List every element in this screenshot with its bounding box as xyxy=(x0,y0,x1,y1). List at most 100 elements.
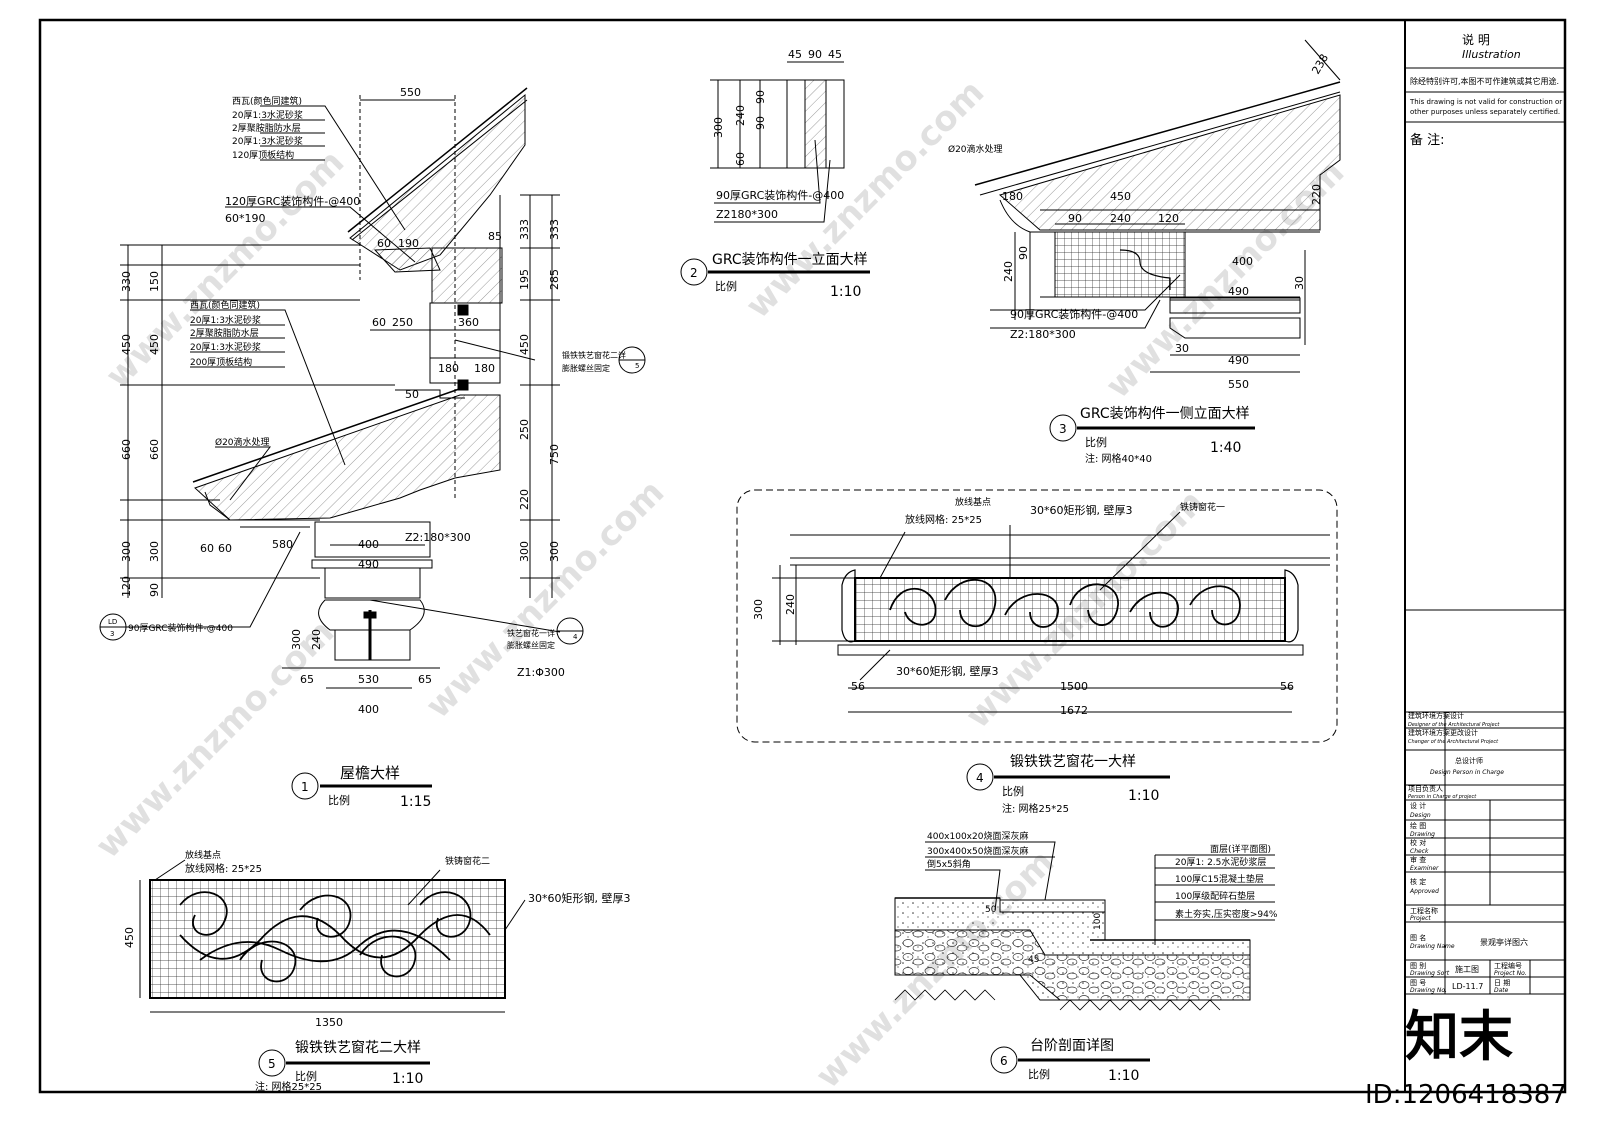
detail-number: 3 xyxy=(1059,422,1067,436)
detail-title: 锻铁铁艺窗花一大样 xyxy=(1010,753,1136,770)
dim-text: 85 xyxy=(488,230,502,243)
detail-3-text: Ø20滴水处理 238 180 450 220 90 240 120 240 9… xyxy=(948,52,1331,465)
ref-num: 5 xyxy=(635,362,639,370)
tb-note-en: other purposes unless separately certifi… xyxy=(1410,108,1560,116)
note: 90厚GRC装饰构件-@400 xyxy=(1010,307,1138,321)
scale-label: 比例 xyxy=(715,279,737,293)
detail-title: 屋檐大样 xyxy=(340,764,400,782)
dim-text: 250 xyxy=(392,316,413,329)
dim-text: 333 xyxy=(518,219,531,240)
note: 90厚GRC装饰构件-@400 xyxy=(716,188,844,202)
dim-text: 60 xyxy=(200,542,214,555)
dim-text: 100 xyxy=(1093,913,1103,930)
dim-text: 300 xyxy=(120,541,133,562)
tb-row-cn: 核 定 xyxy=(1410,877,1426,886)
dim-text: 120 xyxy=(1158,212,1179,225)
label: 放线基点 xyxy=(185,849,221,861)
material-note: 西瓦(颜色同建筑) xyxy=(232,95,302,107)
detail-number: 1 xyxy=(301,780,309,794)
dim-text: 400 xyxy=(1232,255,1253,268)
scale-label: 比例 xyxy=(1002,784,1024,798)
scale-value: 1:10 xyxy=(830,284,861,300)
tb-project-label-en: Project xyxy=(1410,915,1431,922)
detail-number: 6 xyxy=(1000,1054,1008,1068)
tb-row-cn: 校 对 xyxy=(1410,838,1426,847)
tb-row-cn: 建筑环境方案更改设计 xyxy=(1408,728,1478,737)
window-ref: 铁艺窗花一详 xyxy=(507,628,555,638)
dim-text: 750 xyxy=(548,444,561,465)
grid-note: 注: 网格25*25 xyxy=(255,1080,322,1093)
dim-text: 120 xyxy=(120,576,133,597)
dim-text: 90 xyxy=(148,583,161,597)
dim-text: 550 xyxy=(400,86,421,99)
tb-row-en: Approved xyxy=(1409,888,1439,895)
dim-text: 45 xyxy=(788,48,802,61)
grc-size: 60*190 xyxy=(225,212,266,225)
note: 面层(详平面图) xyxy=(1210,843,1271,855)
note: 300x400x50烧面深灰麻 xyxy=(927,845,1028,857)
dim-text: 90 xyxy=(754,116,767,130)
detail-title: GRC装饰构件一侧立面大样 xyxy=(1080,406,1250,422)
dim-text: 330 xyxy=(120,271,133,292)
dim-text: 30 xyxy=(1293,276,1306,290)
scale-value: 1:40 xyxy=(1210,440,1241,456)
tb-row-en: Changer of the Architectural Project xyxy=(1408,739,1499,745)
dim-text: 333 xyxy=(548,219,561,240)
dim-text: 250 xyxy=(518,419,531,440)
dim-text: 300 xyxy=(548,541,561,562)
tb-drawing-name-label: 图 名 xyxy=(1410,933,1426,942)
drip-note: Ø20滴水处理 xyxy=(948,143,1003,155)
dim-text: 450 xyxy=(1110,190,1131,203)
tb-project-no-label-en: Project No. xyxy=(1494,970,1527,977)
window-ref: 膨胀螺丝固定 xyxy=(562,363,610,373)
detail-title: 锻铁铁艺窗花二大样 xyxy=(295,1039,421,1056)
dim-text: 300 xyxy=(148,541,161,562)
detail-6-step-section xyxy=(894,841,1275,1011)
window-ref: 锻铁铁艺窗花二详 xyxy=(562,350,626,360)
dim-text: 285 xyxy=(548,269,561,290)
material-note: 20厚1:3水泥砂浆 xyxy=(232,109,303,121)
dim-text: 490 xyxy=(1228,285,1249,298)
dim-text: 580 xyxy=(272,538,293,551)
label: 铁铸窗花二 xyxy=(445,855,490,867)
tb-row-cn: 审 查 xyxy=(1410,855,1426,864)
detail-1-eave xyxy=(99,87,646,689)
ref-num: 3 xyxy=(110,630,114,638)
tb-row-cn: 绘 图 xyxy=(1410,821,1426,830)
tb-row-en: Person in Charge of project xyxy=(1408,794,1477,800)
dim-text: 450 xyxy=(518,334,531,355)
note: 素土夯实,压实密度>94% xyxy=(1175,908,1278,920)
tb-date-label-en: Date xyxy=(1494,987,1509,994)
detail-4-window-grille-1 xyxy=(736,489,1338,743)
dim-text: 660 xyxy=(148,439,161,460)
detail-5-window-grille-2 xyxy=(139,859,526,1013)
tb-header-en: Illustration xyxy=(1462,48,1521,61)
tb-row-cn: 项目负责人 xyxy=(1408,784,1443,793)
label: 放线网格: 25*25 xyxy=(905,513,982,526)
tb-row-en: Check xyxy=(1410,848,1429,855)
material-note: 西瓦(颜色同建筑) xyxy=(190,299,260,311)
dim-text: 180 xyxy=(1002,190,1023,203)
label: 铁铸窗花一 xyxy=(1180,501,1225,513)
tb-no-label: 图 号 xyxy=(1410,979,1426,987)
ref-num: 4 xyxy=(573,633,578,641)
detail-4-text: 放线基点 放线网格: 25*25 30*60矩形钢, 壁厚3 铁铸窗花一 30*… xyxy=(752,496,1294,815)
dim-text: 240 xyxy=(1110,212,1131,225)
label: 30*60矩形钢, 壁厚3 xyxy=(528,891,631,905)
grc90-note: 90厚GRC装饰构件-@400 xyxy=(128,622,233,634)
material-note: 20厚1:3水泥砂浆 xyxy=(190,341,261,353)
detail-number-circle xyxy=(291,772,319,800)
detail-5-text: 放线基点 放线网格: 25*25 铁铸窗花二 30*60矩形钢, 壁厚3 450… xyxy=(123,849,631,1093)
dim-text: 550 xyxy=(1228,378,1249,391)
grc-note: 120厚GRC装饰构件-@400 xyxy=(225,194,360,208)
dim-text: 240 xyxy=(310,629,323,650)
tb-sort-label: 图 别 xyxy=(1410,961,1426,970)
grid-note: 注: 网格25*25 xyxy=(1002,802,1069,815)
dim-text: 45 xyxy=(1028,955,1039,965)
dim-text: 90 xyxy=(1017,246,1030,260)
dim-text: 150 xyxy=(148,271,161,292)
scale-value: 1:10 xyxy=(1128,788,1159,804)
tb-row-en: Drawing xyxy=(1410,831,1435,838)
detail-6-text: 400x100x20烧面深灰麻 300x400x50烧面深灰麻 倒5x5斜角 面… xyxy=(927,830,1278,1084)
